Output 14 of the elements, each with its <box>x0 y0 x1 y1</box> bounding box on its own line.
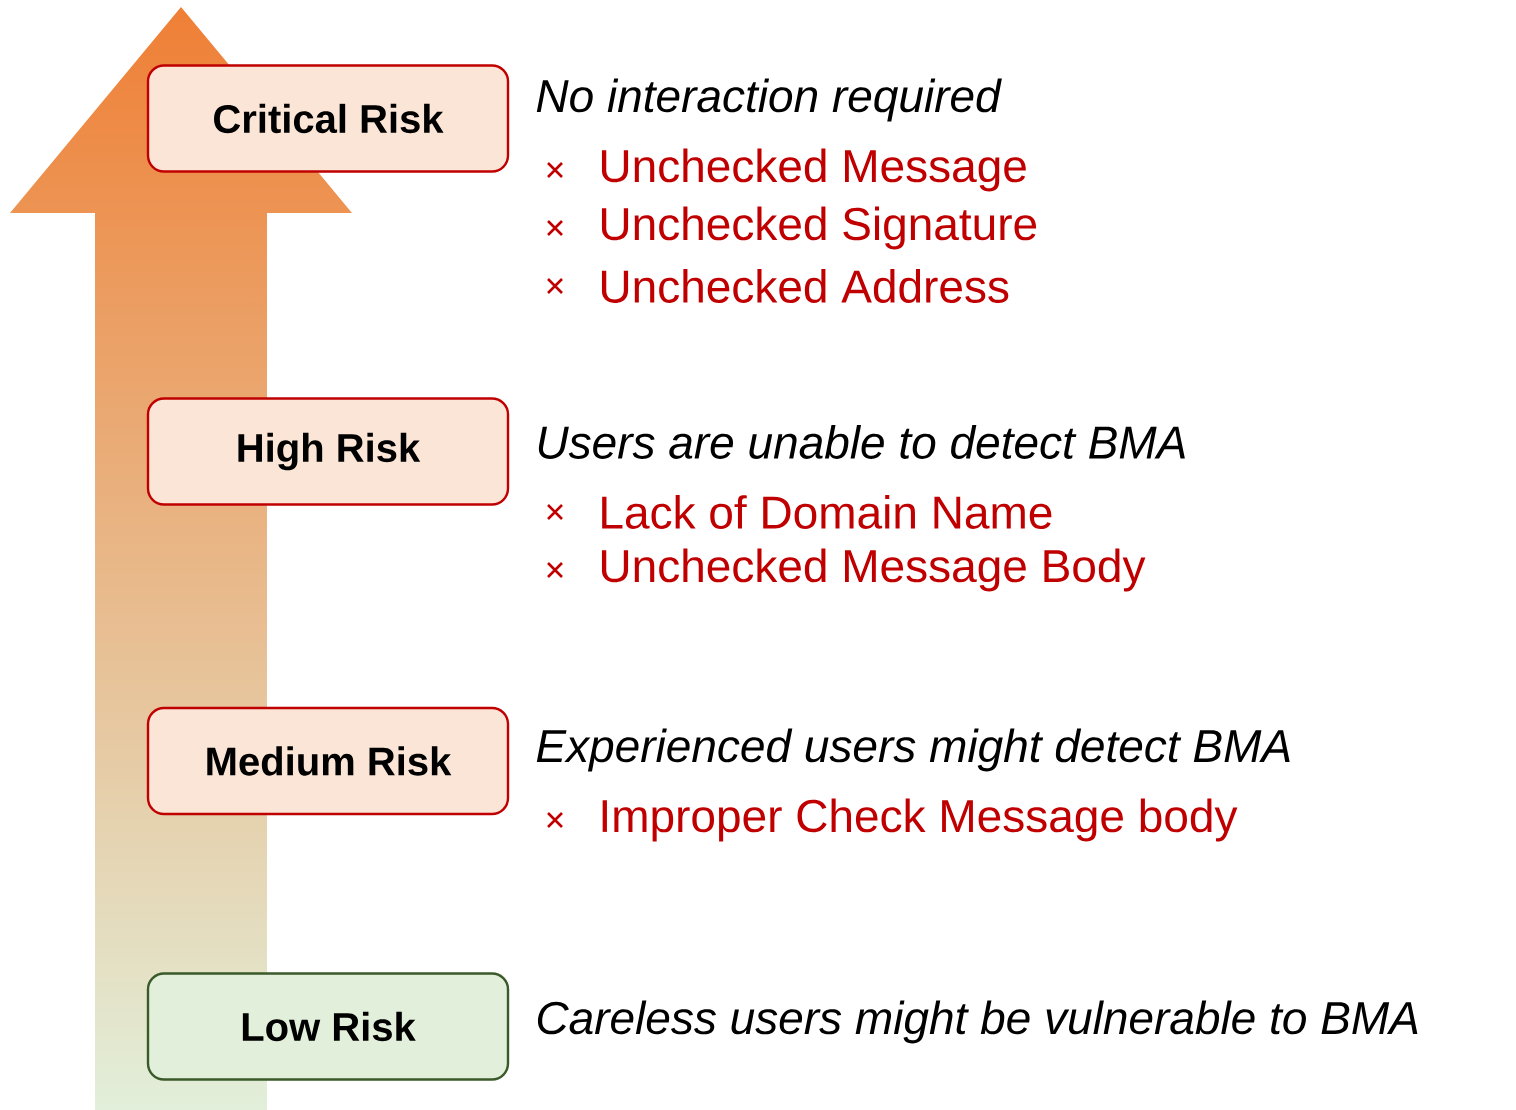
risk-box: Medium Risk <box>146 706 510 816</box>
list-item: Improper Check Message body <box>602 798 1238 842</box>
list-item: Unchecked Message <box>601 148 1026 192</box>
risk-box: Critical Risk <box>146 64 510 173</box>
list-item: Unchecked Signature <box>601 206 1037 250</box>
description-text: No interaction required <box>536 78 1002 122</box>
list-item: Unchecked Message Body <box>601 548 1146 592</box>
description-text: Careless users might be vulnerable to BMA <box>537 1000 1418 1044</box>
risk-box: High Risk <box>146 397 510 506</box>
risk-box: Low Risk <box>146 972 510 1081</box>
list-item: Lack of Domain Name <box>602 495 1052 529</box>
list-item: Unchecked Address <box>601 269 1009 303</box>
description-text: Users are unable to detect BMA <box>538 425 1185 459</box>
description-text: Experienced users might detect BMA <box>536 728 1290 772</box>
